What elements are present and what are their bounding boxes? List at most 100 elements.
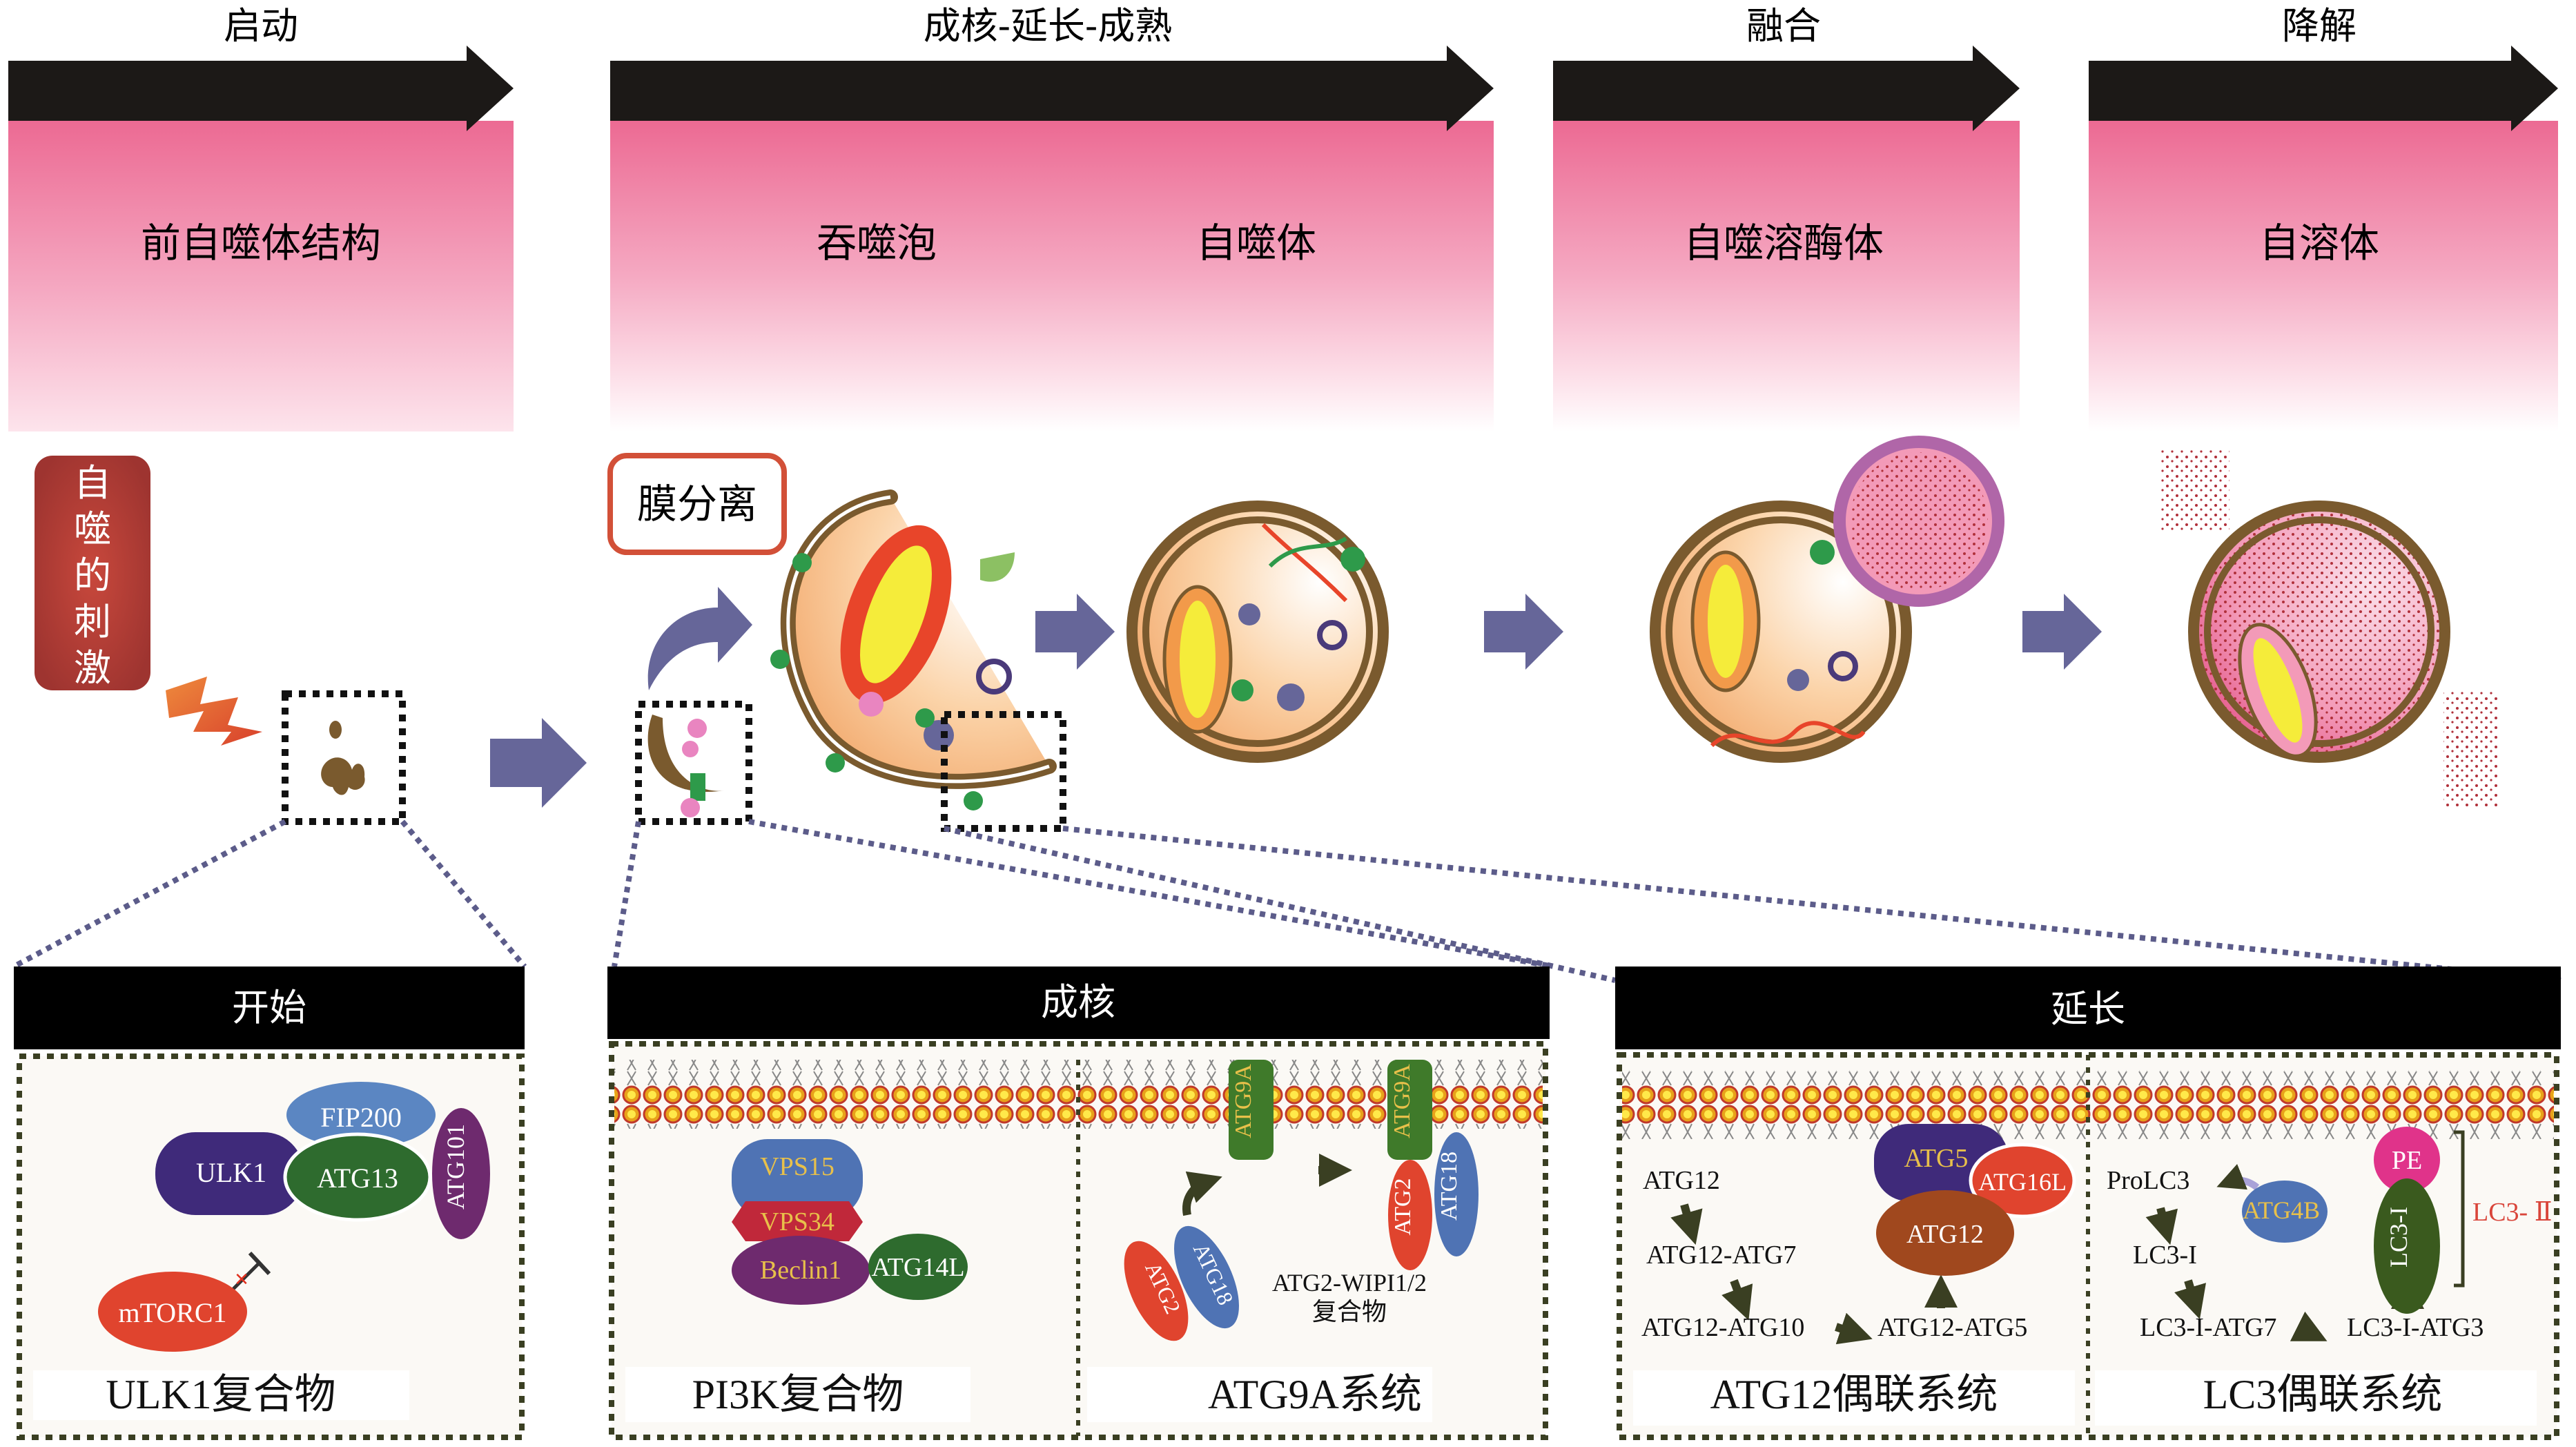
organelle-dot	[924, 720, 954, 750]
panel-header	[1615, 967, 2561, 1049]
protein-green	[1810, 540, 1835, 565]
connector-line	[748, 819, 1554, 969]
step-arrow-icon	[2290, 1311, 2328, 1341]
stage-background	[610, 121, 1494, 431]
caption-box	[625, 1367, 970, 1422]
panel-caption: ATG12偶联系统	[1710, 1372, 1998, 1417]
panel-title: 延长	[2051, 987, 2125, 1031]
pathway-step: ATG12-ATG10	[1641, 1313, 1804, 1342]
protein-label: ATG14L	[871, 1253, 964, 1282]
pas-particle	[329, 721, 342, 739]
panel-caption: PI3K复合物	[692, 1372, 904, 1417]
autophagolysosome	[1650, 436, 2004, 763]
stage-label-phagophore: 吞噬泡	[817, 220, 937, 266]
caption-box	[33, 1370, 409, 1420]
protein-vps34	[732, 1201, 863, 1241]
stage-title: 启动	[224, 4, 298, 48]
protein-pink	[682, 741, 699, 757]
stage-label: 自噬溶酶体	[1684, 220, 1884, 266]
protein-label: ATG101	[442, 1124, 469, 1210]
stimulus-box	[35, 456, 150, 690]
stage-degradation: 降解 自溶体	[2089, 4, 2558, 431]
protein-label: ATG4B	[2243, 1196, 2320, 1224]
protein-green	[826, 753, 845, 773]
organelle-fragment	[980, 552, 1015, 582]
stage-background	[8, 121, 514, 431]
dna-icon	[1710, 721, 1866, 748]
membrane-crescent	[647, 715, 725, 793]
stimulus-char: 噬	[74, 507, 111, 551]
connector-line	[1062, 826, 2562, 983]
autophagosome-outer-membrane	[1126, 501, 1389, 763]
pathway-step: LC3-I	[2133, 1241, 2197, 1270]
protein-label: ATG5	[1904, 1144, 1969, 1173]
lc3ii-label: LC3- Ⅱ	[2472, 1198, 2553, 1227]
flow-arrow-icon	[2022, 594, 2102, 670]
protein-label: Beclin1	[760, 1256, 841, 1285]
organelle-dot	[1277, 683, 1305, 711]
panel-elongation: 延长 ATG12 ATG12-ATG7 ATG12-ATG10 ATG12-AT…	[1615, 967, 2561, 1440]
pathway-step: ATG12	[1643, 1166, 1720, 1195]
stimulus-char: 自	[74, 461, 111, 505]
pathway-step: ProLC3	[2107, 1166, 2189, 1195]
lightning-bolt-icon	[166, 677, 262, 746]
panel-header	[14, 967, 525, 1049]
protein-label: VPS15	[760, 1152, 835, 1181]
protein-ulk1	[155, 1132, 304, 1215]
protein-pink	[681, 798, 700, 817]
mitochondrion-cristae	[860, 545, 932, 683]
protein-label: ATG16L	[1978, 1168, 2067, 1196]
organelle-dot	[1787, 669, 1809, 691]
protein-green	[915, 708, 935, 728]
protein-label: FIP200	[320, 1102, 402, 1133]
lysosome-enzymes	[1850, 452, 1988, 590]
protein-green	[792, 553, 812, 572]
step-arrow-icon	[1721, 1279, 1753, 1321]
stimulus-char: 刺	[74, 600, 111, 643]
mitochondrion-cristae	[2253, 638, 2303, 743]
protein-atg101	[432, 1108, 490, 1239]
panel-initiation: 开始 FIP200 ULK1 ATG13 ATG101 ✕ mTORC1 ULK…	[14, 967, 525, 1440]
stage-arrow-icon	[1553, 46, 2020, 131]
dna-icon	[1268, 536, 1347, 568]
protein-label: VPS34	[760, 1207, 835, 1236]
step-arrow-icon	[2174, 1279, 2207, 1319]
protein-atg2	[1124, 1241, 1189, 1341]
stage-title: 降解	[2282, 4, 2357, 48]
protein-fip200	[286, 1082, 436, 1148]
organelle-ring	[1317, 620, 1347, 650]
released-debris	[2160, 449, 2229, 532]
protein-pink	[859, 692, 884, 717]
released-debris	[2443, 690, 2499, 808]
zoom-box	[635, 701, 752, 825]
zoom-connectors	[12, 819, 2562, 983]
pathway-step: LC3-I-ATG7	[2140, 1313, 2276, 1342]
complex-label-suffix: 复合物	[1312, 1298, 1387, 1326]
stage-fusion: 融合 自噬溶酶体	[1553, 4, 2020, 431]
phagophore-membrane-gap	[786, 495, 1050, 784]
protein-vps15	[732, 1139, 863, 1218]
protein-label: LC3-I	[2385, 1207, 2412, 1268]
pathway-step: LC3-I-ATG3	[2347, 1313, 2484, 1342]
protein-atg18	[1434, 1132, 1479, 1256]
protein-label: PE	[2392, 1146, 2422, 1175]
pathway-step: ATG12-ATG7	[1646, 1241, 1796, 1270]
stage-title: 融合	[1746, 4, 1821, 48]
autophagy-stimulus: 自 噬 的 刺 激	[35, 456, 262, 746]
protein-green	[1340, 547, 1365, 572]
curved-arrow-icon	[647, 587, 752, 690]
autophagolysosome-inner-membrane	[1666, 516, 1896, 747]
protein-atg13	[283, 1132, 432, 1222]
flow-arrow-icon	[1035, 594, 1115, 670]
isolation-membrane	[635, 701, 752, 825]
pas-particle	[321, 757, 365, 795]
panel-header	[607, 967, 1550, 1039]
connector-line	[944, 826, 1616, 983]
protein-label: mTORC1	[118, 1297, 226, 1328]
zoom-box	[941, 711, 1066, 832]
protein-mtorc1	[98, 1272, 247, 1352]
connector-line	[12, 819, 286, 969]
stimulus-char: 激	[74, 646, 111, 690]
protein-green	[770, 650, 790, 669]
